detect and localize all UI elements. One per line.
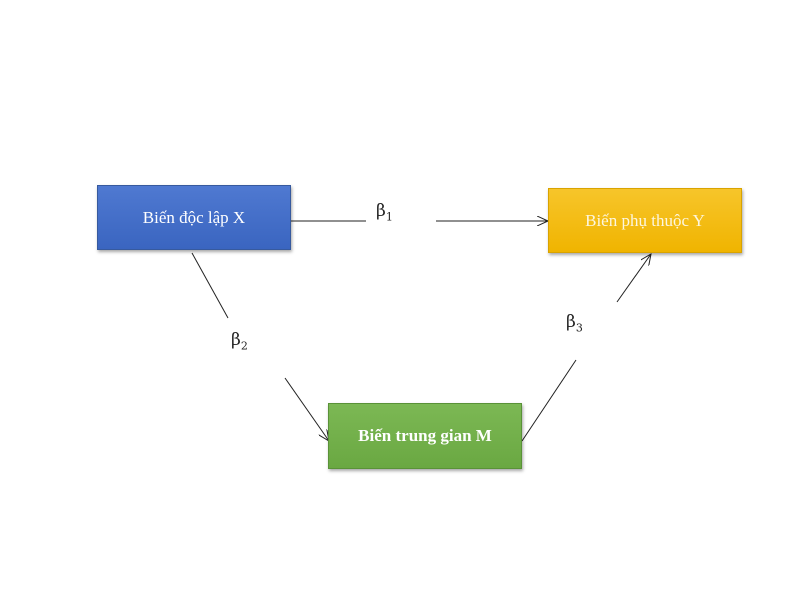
beta1-symbol: β [376,201,386,221]
edge-m-y-segment-2 [616,254,651,303]
independent-variable-box: Biến độc lập X [97,185,291,250]
edge-m-y-segment-1 [521,359,577,442]
beta1-label: β1 [376,201,393,223]
beta2-subscript: 2 [240,339,248,353]
independent-variable-label: Biến độc lập X [142,207,246,227]
beta2-symbol: β [231,330,241,350]
edge-x-m-segment-1 [191,252,229,319]
beta1-subscript: 1 [385,210,393,224]
beta2-label: β2 [231,330,248,352]
beta3-label: β3 [566,312,583,334]
dependent-variable-label: Biến phụ thuộc Y [585,210,705,230]
beta3-subscript: 3 [575,321,583,335]
mediator-variable-box: Biến trung gian M [328,403,522,469]
edge-x-m-segment-2 [284,377,329,441]
beta3-symbol: β [566,312,576,332]
mediator-variable-label: Biến trung gian M [358,426,492,445]
dependent-variable-box: Biến phụ thuộc Y [548,188,742,253]
